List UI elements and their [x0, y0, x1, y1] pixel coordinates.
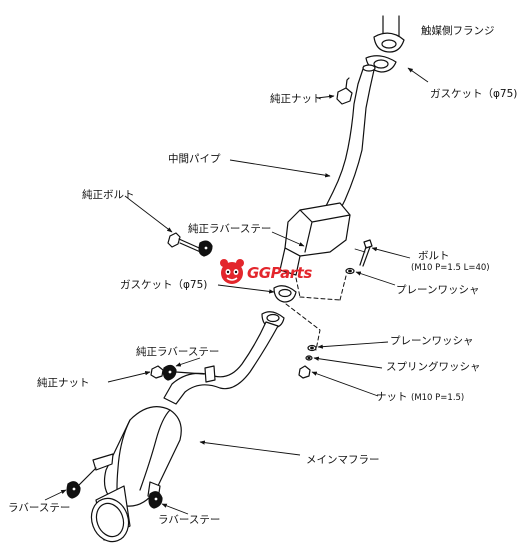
- label-nut: ナット: [376, 391, 408, 403]
- rear-pipe: [163, 321, 279, 405]
- logo-text-parts: Parts: [270, 264, 313, 282]
- leader-plain-washer-top: [355, 271, 396, 286]
- leader-bolt: [371, 247, 411, 259]
- leader-main-muffler: [199, 440, 301, 456]
- oem-rubber-stay-top: [198, 240, 213, 257]
- label-plain-washer-top: プレーンワッシャ: [396, 284, 480, 296]
- oem-nut-bottom: [150, 365, 164, 379]
- muffler-stay-left: [66, 453, 114, 499]
- leader-spring-washer: [313, 356, 383, 369]
- leader-plain-washer-bottom: [317, 341, 389, 349]
- cat-flange: [373, 15, 405, 53]
- leader-rubber-stay-right: [161, 503, 189, 515]
- tailpipe: [90, 485, 131, 543]
- leader-oem-rubber-stay-top: [271, 231, 305, 247]
- label-spring-washer: スプリングワッシャ: [386, 361, 481, 373]
- label-rubber-stay-right: ラバーステー: [158, 514, 221, 526]
- label-oem-rubber-stay-top: 純正ラバーステー: [188, 223, 272, 235]
- label-bolt-spec: (M10 P=1.5 L=40): [411, 263, 490, 273]
- mid-pipe: [325, 64, 376, 215]
- label-oem-bolt: 純正ボルト: [82, 189, 135, 201]
- leader-gasket-mid: [217, 284, 275, 294]
- ggparts-logo: GGParts: [219, 258, 313, 288]
- label-bolt: ボルト: [418, 250, 450, 262]
- ggparts-mascot-icon: [220, 259, 244, 284]
- bolt-right: [354, 239, 373, 267]
- label-oem-nut-top: 純正ナット: [270, 93, 323, 105]
- plain-washer-bottom: [307, 344, 317, 352]
- label-gasket-top: ガスケット（φ75): [430, 88, 518, 100]
- leader-oem-bolt: [124, 195, 173, 233]
- label-mid-pipe: 中間パイプ: [168, 153, 221, 165]
- leader-nut: [311, 371, 379, 397]
- oem-rubber-stay-bottom: [162, 364, 216, 383]
- label-gasket-mid: ガスケット（φ75): [120, 279, 208, 291]
- oem-nut-top: [336, 77, 353, 105]
- spring-washer: [305, 355, 313, 361]
- leader-gasket-top: [407, 67, 429, 83]
- label-main-muffler: メインマフラー: [306, 454, 380, 466]
- label-rubber-stay-left: ラバーステー: [8, 502, 71, 514]
- gasket-mid: [273, 285, 297, 303]
- label-nut-spec: (M10 P=1.5): [411, 393, 465, 403]
- nut-lower: [298, 365, 311, 379]
- label-oem-nut-bottom: 純正ナット: [37, 377, 90, 389]
- leader-oem-nut-top: [316, 94, 335, 99]
- label-cat-flange: 触媒側フランジ: [421, 25, 495, 37]
- label-oem-rubber-stay-bottom: 純正ラバーステー: [136, 346, 220, 358]
- leader-oem-rubber-stay-bottom: [175, 357, 201, 367]
- leader-mid-pipe: [229, 159, 331, 178]
- leader-rubber-stay-left: [44, 489, 67, 501]
- plain-washer-top: [345, 267, 355, 275]
- logo-text-gg: GG: [247, 264, 271, 282]
- label-plain-washer-bottom: プレーンワッシャ: [390, 335, 474, 347]
- muffler-stay-right: [147, 481, 163, 509]
- leader-oem-nut-bottom: [107, 371, 151, 383]
